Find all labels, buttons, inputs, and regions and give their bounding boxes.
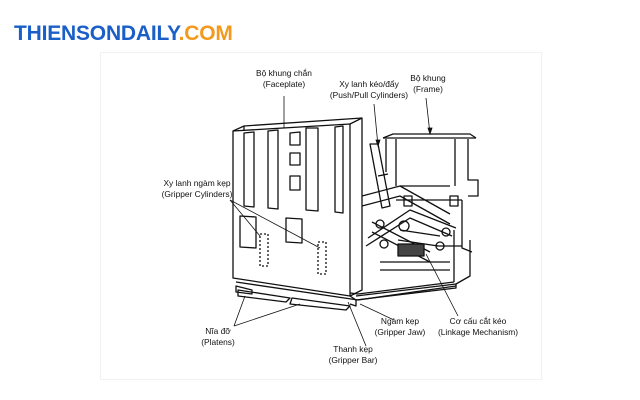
label-linkage-en: (Linkage Mechanism) bbox=[437, 327, 519, 337]
label-push-pull-vi: Xy lanh kéo/đẩy bbox=[339, 79, 399, 89]
logo-main-text: THIENSONDAILY bbox=[14, 22, 179, 45]
label-platens-vi: Nĩa đỡ bbox=[205, 326, 231, 336]
label-faceplate: Bộ khung chắn (Faceplate) bbox=[232, 68, 336, 90]
leader-gripper-cylinders-b bbox=[229, 199, 321, 249]
push-pull-cylinders-drawing bbox=[369, 143, 391, 209]
leader-gripper-cylinders-a bbox=[229, 199, 261, 237]
label-faceplate-en: (Faceplate) bbox=[262, 79, 306, 89]
label-gripper-cylinders: Xy lanh ngàm kẹp (Gripper Cylinders) bbox=[142, 178, 252, 200]
label-gripper-cylinders-en: (Gripper Cylinders) bbox=[161, 189, 233, 199]
leader-push-pull bbox=[373, 103, 379, 147]
label-push-pull: Xy lanh kéo/đẩy (Push/Pull Cylinders) bbox=[310, 79, 428, 101]
label-gripper-jaw-vi: Ngàm kẹp bbox=[380, 316, 420, 326]
label-linkage-vi: Cơ cấu cắt kéo bbox=[449, 316, 507, 326]
label-push-pull-en: (Push/Pull Cylinders) bbox=[329, 90, 409, 100]
label-gripper-jaw-en: (Gripper Jaw) bbox=[374, 327, 426, 337]
faceplate-side-drawing bbox=[232, 117, 363, 297]
leader-gripper-jaw bbox=[359, 303, 395, 321]
leader-platens-a bbox=[233, 295, 246, 327]
leader-lines bbox=[229, 96, 459, 347]
leader-linkage bbox=[425, 253, 459, 317]
site-logo[interactable]: THIENSONDAILY.COM bbox=[14, 22, 233, 46]
linkage-mechanism-drawing bbox=[361, 185, 457, 271]
label-gripper-jaw: Ngàm kẹp (Gripper Jaw) bbox=[362, 316, 438, 338]
label-gripper-bar-en: (Gripper Bar) bbox=[328, 355, 378, 365]
label-gripper-bar: Thanh kẹp (Gripper Bar) bbox=[318, 344, 388, 366]
label-frame: Bộ khung (Frame) bbox=[398, 73, 458, 95]
logo-tld-text: .COM bbox=[178, 22, 233, 45]
label-frame-en: (Frame) bbox=[413, 84, 443, 94]
label-gripper-bar-vi: Thanh kẹp bbox=[333, 344, 373, 354]
label-faceplate-vi: Bộ khung chắn bbox=[256, 68, 312, 78]
frame-drawing bbox=[382, 133, 479, 285]
leader-gripper-bar bbox=[347, 301, 367, 347]
label-platens-en: (Platens) bbox=[201, 337, 235, 347]
leader-platens-b bbox=[233, 303, 301, 327]
label-linkage: Cơ cấu cắt kéo (Linkage Mechanism) bbox=[422, 316, 534, 338]
label-platens: Nĩa đỡ (Platens) bbox=[190, 326, 246, 348]
faceplate-drawing bbox=[232, 123, 351, 297]
label-frame-vi: Bộ khung bbox=[410, 73, 446, 83]
label-gripper-cylinders-vi: Xy lanh ngàm kẹp bbox=[163, 178, 231, 188]
